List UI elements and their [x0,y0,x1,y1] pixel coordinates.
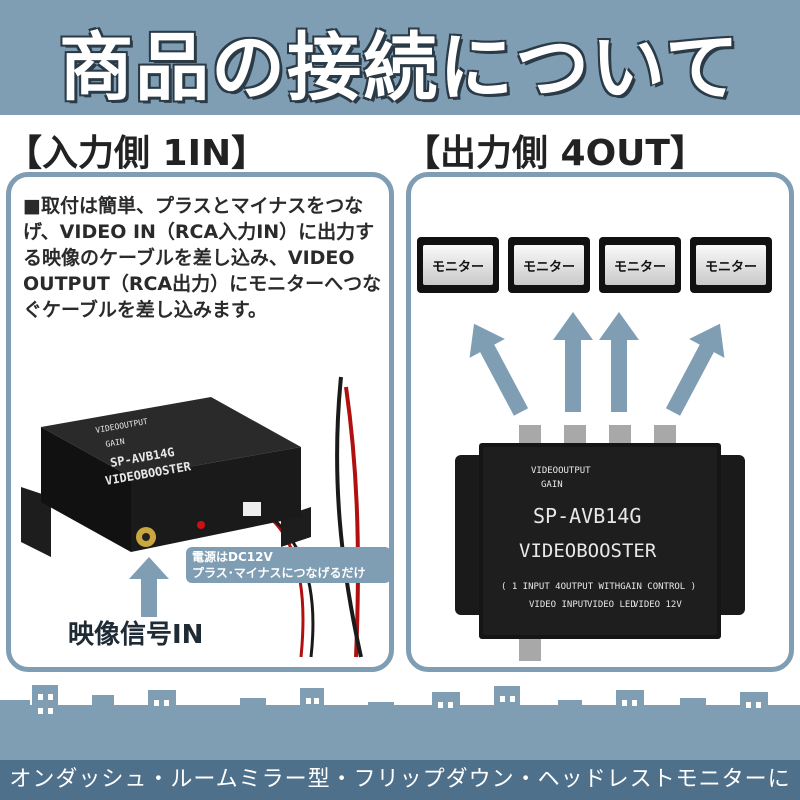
up-arrow-icon [129,557,169,617]
monitor-3: モニター [599,237,681,293]
city-skyline-decoration [0,685,800,760]
power-note-line2: プラス･マイナスにつなげるだけ [192,566,366,580]
port-video-12v: VIDEO 12V [633,600,682,610]
signal-in-label: 映像信号IN [68,620,204,650]
device-left-gain: GAIN [105,437,126,449]
monitor-2-label: モニター [514,245,584,285]
arrow-up-right-icon [665,323,725,416]
power-note-line1: 電源はDC12V [192,550,273,564]
power-note: 電源はDC12V プラス･マイナスにつなげるだけ [186,547,389,583]
device-name: VIDEOBOOSTER [519,540,657,562]
monitor-2: モニター [508,237,590,293]
arrow-up-icon [553,312,593,412]
output-side-heading: 【出力側 4OUT】 [404,133,706,174]
device-gain: GAIN [541,480,563,490]
output-panel: モニター モニター モニター モニター VIDEOOUTP [406,172,794,672]
port-video-led: VIDEO LED [587,600,636,610]
device-top-label: VIDEOOUTPUT [531,466,591,476]
device-photo-right: VIDEOOUTPUT GAIN SP-AVB14G VIDEOBOOSTER … [455,425,745,661]
monitor-4: モニター [690,237,772,293]
input-side-heading: 【入力側 1IN】 [6,133,268,174]
monitor-1-label: モニター [423,245,493,285]
device-photo-left: VIDEOOUTPUT GAIN SP-AVB14G VIDEOBOOSTER [21,376,363,658]
device-model: SP-AVB14G [533,504,641,528]
port-video-input: VIDEO INPUT [529,600,589,610]
output-arrows [469,312,725,416]
arrow-up-left-icon [469,323,529,416]
monitor-1: モニター [417,237,499,293]
monitor-3-label: モニター [605,245,675,285]
page-title: 商品の接続について [59,25,741,111]
input-panel: ■取付は簡単、プラスとマイナスをつなげ、VIDEO IN（RCA入力IN）に出力… [6,172,394,672]
install-description: ■取付は簡単、プラスとマイナスをつなげ、VIDEO IN（RCA入力IN）に出力… [23,195,382,321]
device-spec: ( 1 INPUT 4OUTPUT WITHGAIN CONTROL ) [501,582,696,592]
monitor-4-label: モニター [696,245,766,285]
arrow-up-icon [599,312,639,412]
footer-caption: オンダッシュ・ルームミラー型・フリップダウン・ヘッドレストモニターに [0,760,800,800]
title-band: 商品の接続について [0,0,800,115]
